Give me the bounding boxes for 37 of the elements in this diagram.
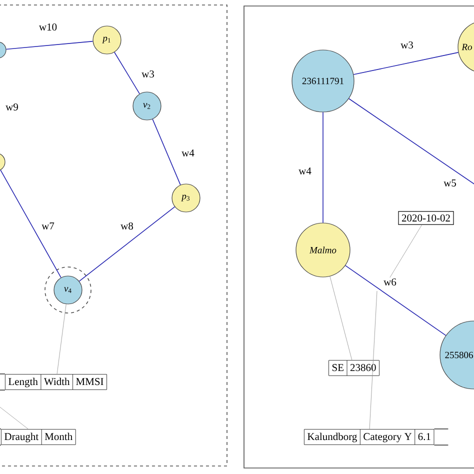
weight-label: w9 — [6, 103, 18, 111]
graph-node — [0, 42, 6, 58]
attribute-table: SE 23860 — [328, 360, 380, 376]
attribute-table: Length Width MMSI — [0, 374, 107, 390]
edge-label: w10 — [38, 23, 57, 31]
graph-node — [0, 152, 6, 172]
edge-label: w8 — [120, 222, 134, 230]
leader-line — [330, 276, 352, 360]
edge-label: w5 — [444, 180, 456, 186]
leader-line — [56, 304, 66, 374]
attribute-table: Kalundborg Category Y 6.1 — [304, 428, 448, 446]
edge-line — [114, 52, 140, 94]
edge-line — [78, 206, 176, 282]
edge-label: w3 — [142, 70, 154, 78]
graph-node: Ro — [458, 20, 474, 74]
edge-line — [345, 265, 446, 336]
edge-line — [6, 40, 94, 50]
attribute-box: 2020-10-02 — [398, 211, 454, 225]
graph-node: p$_{1}$ — [92, 26, 122, 54]
graph-node: p$_{3}$ — [172, 184, 200, 212]
leader-line — [388, 224, 422, 280]
attribute-table: Draught Month — [0, 428, 76, 446]
leader-line — [369, 290, 378, 430]
edge-label: w7 — [42, 222, 54, 230]
graph-node: v$_{4}$ — [54, 276, 82, 304]
edge-line — [0, 170, 62, 278]
edge-line — [322, 112, 324, 224]
graph-node: v$_{2}$ — [132, 92, 162, 120]
edge-label: w4 — [182, 150, 194, 157]
edge-label: w6 — [384, 278, 396, 286]
graph-node: Malmo — [296, 222, 350, 278]
graph-node: 236111791 — [292, 50, 354, 112]
graph-node: 255806 — [440, 320, 474, 390]
edge-label: w4 — [298, 168, 312, 175]
edge-label: w3 — [400, 41, 413, 49]
edge-line — [353, 52, 459, 75]
edge-line — [152, 118, 181, 186]
